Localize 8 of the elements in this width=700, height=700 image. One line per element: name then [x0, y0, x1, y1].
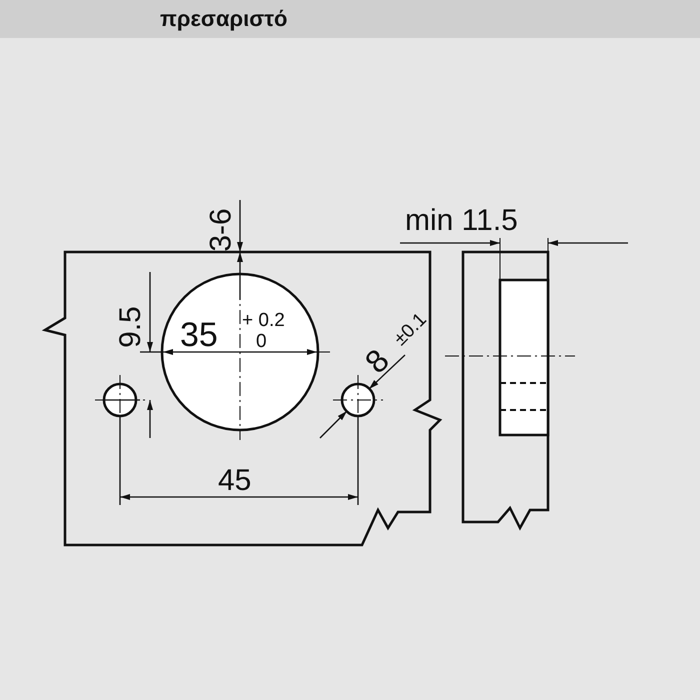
- dimension-label: 0: [256, 332, 267, 351]
- dimension-label: 3-6: [206, 208, 237, 252]
- dimension-label: 35: [180, 318, 218, 352]
- title-text: πρεσαριστό: [160, 6, 288, 32]
- dimension-label: min 11.5: [405, 206, 518, 236]
- dimension-label: 45: [218, 466, 252, 496]
- dimension-label: 9.5: [116, 306, 146, 348]
- dimension-label: + 0.2: [242, 311, 285, 330]
